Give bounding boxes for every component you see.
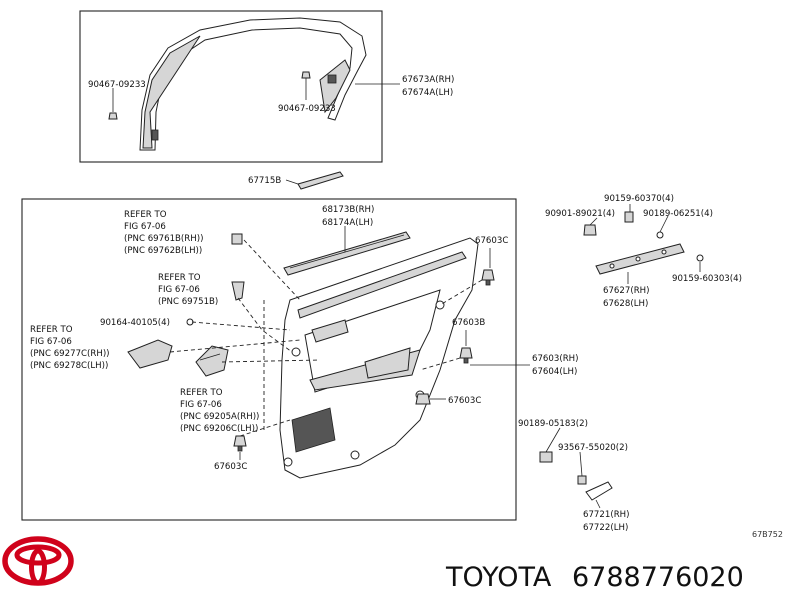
reference-note: (PNC 69205A(RH)) (180, 412, 259, 422)
armrest-bracket-part (595, 243, 685, 275)
part-label: 67674A(LH) (402, 88, 453, 98)
reference-note: (PNC 69278C(LH)) (30, 361, 108, 371)
reference-note: (PNC 69762B(LH)) (124, 246, 202, 256)
clip-icon (481, 269, 495, 286)
part-label: 67721(RH) (583, 510, 629, 520)
clip-icon (624, 211, 634, 223)
part-label: 67715B (248, 176, 281, 186)
part-label: 67603C (214, 462, 247, 472)
part-label: 67603C (475, 236, 508, 246)
upper-frame (79, 10, 383, 163)
clip-icon (108, 112, 118, 120)
part-label: 90189-06251(4) (643, 209, 713, 219)
part-label: 90901-89021(4) (545, 209, 615, 219)
part-label: 90159-60370(4) (604, 194, 674, 204)
reference-note: REFER TO (180, 388, 223, 398)
reference-note: FIG 67-06 (124, 222, 166, 232)
belt-molding-part (297, 171, 344, 190)
part-label: 90164-40105(4) (100, 318, 170, 328)
clip-icon (301, 71, 311, 79)
reference-note: REFER TO (30, 325, 73, 335)
clip-icon (539, 451, 553, 463)
reference-note: REFER TO (124, 210, 167, 220)
part-label: 67603B (452, 318, 485, 328)
clip-icon (415, 393, 431, 405)
part-label: 67603(RH) (532, 354, 578, 364)
toyota-logo-icon (2, 536, 74, 586)
part-label: 68174A(LH) (322, 218, 373, 228)
part-number: 6788776020 (572, 562, 744, 593)
weatherstrip-part (283, 231, 411, 276)
part-label: 67603C (448, 396, 481, 406)
clip-icon (233, 435, 247, 452)
reference-note: FIG 67-06 (180, 400, 222, 410)
screw-icon (656, 231, 664, 239)
reference-note: (PNC 69761B(RH)) (124, 234, 203, 244)
main-frame (21, 198, 517, 521)
reference-note: (PNC 69751B) (158, 297, 218, 307)
reference-note: (PNC 69277C(RH)) (30, 349, 110, 359)
reference-note: FIG 67-06 (30, 337, 72, 347)
part-label: 90467-09233 (88, 80, 146, 90)
brand-name: TOYOTA (445, 562, 552, 593)
inside-handle-part (195, 345, 229, 377)
clip-icon (583, 224, 597, 236)
part-label: 90159-60303(4) (672, 274, 742, 284)
figure-id: 67B752 (752, 530, 783, 539)
cover-part (585, 481, 613, 501)
part-label: 67604(LH) (532, 367, 577, 377)
part-label: 68173B(RH) (322, 205, 374, 215)
reference-note: FIG 67-06 (158, 285, 200, 295)
switch-bezel-part (231, 233, 243, 245)
window-garnish-part (139, 17, 367, 151)
pull-handle-part (127, 339, 173, 369)
part-label: 67628(LH) (603, 299, 648, 309)
part-label: 90189-05183(2) (518, 419, 588, 429)
part-label: 67627(RH) (603, 286, 649, 296)
reference-note: REFER TO (158, 273, 201, 283)
clip-icon (577, 475, 587, 485)
clip-icon (459, 347, 473, 364)
reference-note: (PNC 69206C(LH)) (180, 424, 258, 434)
part-label: 93567-55020(2) (558, 443, 628, 453)
part-label: 67722(LH) (583, 523, 628, 533)
door-trim-panel-part (279, 237, 479, 479)
screw-icon (696, 254, 704, 262)
part-label: 67673A(RH) (402, 75, 454, 85)
lock-knob-part (231, 281, 245, 301)
part-label: 90467-09233 (278, 104, 336, 114)
